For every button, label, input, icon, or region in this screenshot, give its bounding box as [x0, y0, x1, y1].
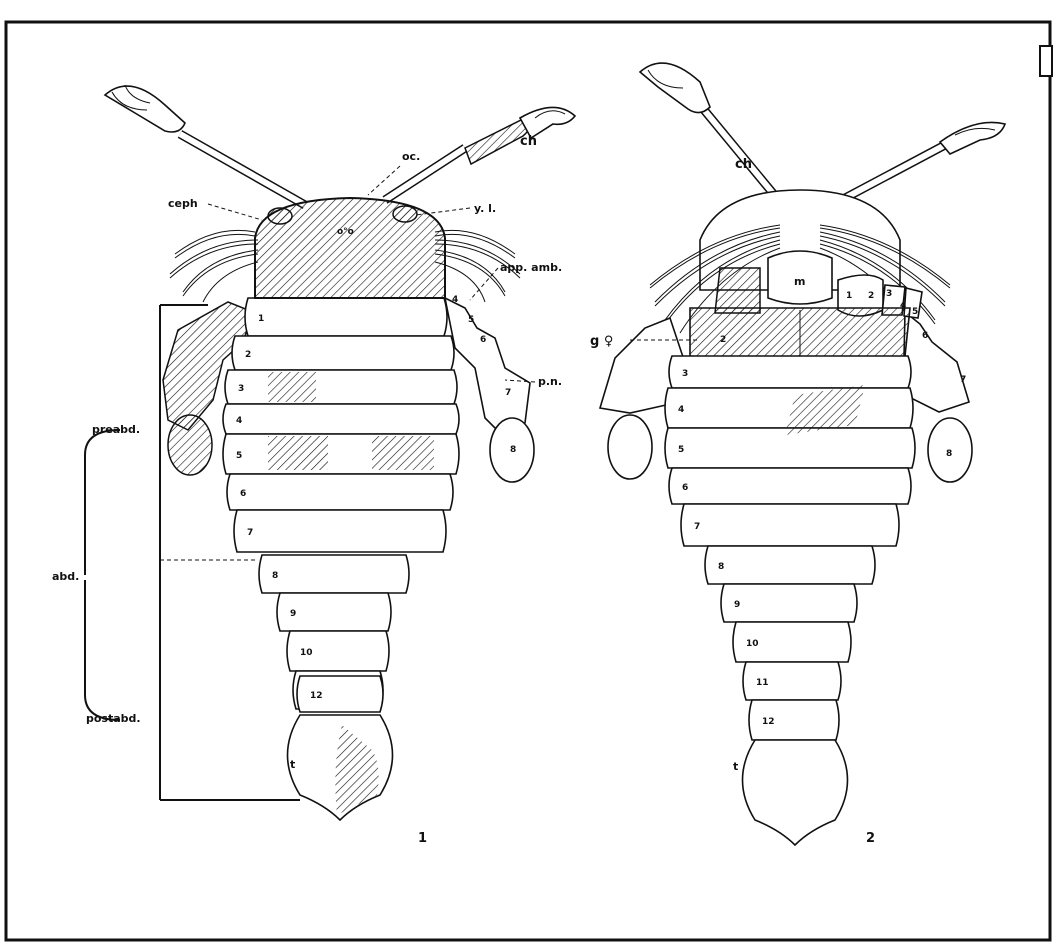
chelicera-left [105, 85, 305, 205]
fig1-segment-1 [245, 298, 447, 336]
fig2-segment-4-number: 4 [678, 405, 684, 415]
fig1-segment-5-number: 5 [236, 451, 242, 461]
fig1-segment-4 [223, 404, 459, 434]
label-g-female: g ♀ [590, 334, 613, 349]
lateral-eye-right [393, 206, 417, 222]
fig1-segment-1-number: 1 [258, 314, 264, 324]
fig2-segment-9-number: 9 [734, 600, 740, 610]
hatched-patch [268, 372, 316, 402]
figure-1-dorsal: 12345678910111245678 o°o oc. ch ceph y. … [52, 85, 575, 846]
fig1-segment-4-number: 4 [236, 416, 242, 426]
fig2-segment-10-number: 10 [746, 639, 759, 649]
fig2-segment-3-number: 3 [682, 369, 688, 379]
telson-2 [743, 740, 848, 845]
label-t-1: t [290, 758, 295, 771]
label-app-amb: app. amb. [500, 261, 562, 274]
fig1-segment-8 [259, 555, 409, 593]
fig2-coxa-number-2: 2 [868, 291, 874, 301]
fig1-segment-12-number: 12 [310, 691, 323, 701]
fig2-segment-7 [681, 504, 899, 546]
corner-mark [1040, 46, 1052, 76]
fig2-segment-8 [705, 546, 875, 584]
fig2-segment-5-number: 5 [678, 445, 684, 455]
fig2-appendage-number-8: 8 [946, 449, 952, 459]
fig1-segment-2-number: 2 [245, 350, 251, 360]
fig1-segment-3 [225, 370, 457, 404]
fig2-segment-9 [721, 584, 857, 622]
fig1-segment-8-number: 8 [272, 571, 278, 581]
walking-legs-left [170, 230, 258, 302]
lateral-eye-left [268, 208, 292, 224]
fig2-coxa-number-6: 6 [922, 331, 928, 341]
fig2-segment-3 [669, 356, 911, 388]
fig1-segment-9-number: 9 [290, 609, 296, 619]
fig2-coxa-number-5: 5 [912, 307, 918, 317]
fig1-segment-6 [227, 474, 453, 510]
label-ch: ch [520, 134, 537, 149]
fig1-segment-7-number: 7 [247, 528, 253, 538]
fig1-appendage-number-7: 7 [505, 388, 511, 398]
fig1-appendage-number-6: 6 [480, 335, 486, 345]
label-abd: abd. [52, 570, 79, 583]
fig2-segment-2-number: 2 [720, 335, 726, 345]
figure-number-2: 2 [866, 831, 875, 846]
hatched-patch [268, 436, 328, 470]
fig1-segment-10-number: 10 [300, 648, 313, 658]
label-ceph: ceph [168, 197, 198, 210]
paddle-left-2 [608, 415, 652, 479]
fig2-segment-11-number: 11 [756, 678, 769, 688]
fig2-coxa-number-3: 3 [886, 289, 892, 299]
fig2-segment-6 [669, 468, 911, 504]
fig2-appendage-number-7: 7 [960, 375, 966, 385]
ocelli-mark: o°o [337, 227, 354, 237]
label-yl: y. l. [474, 202, 496, 215]
figure-number-1: 1 [418, 831, 427, 846]
fig1-segment-3-number: 3 [238, 384, 244, 394]
fig1-segment-6-number: 6 [240, 489, 246, 499]
swimming-leg-right-2 [904, 312, 969, 412]
label-t-2: t [733, 760, 738, 773]
fig2-coxa-number-1: 1 [846, 291, 852, 301]
label-postabd: postabd. [86, 712, 141, 725]
label-m: m [794, 275, 805, 288]
label-pn: p.n. [538, 375, 562, 388]
fig1-segment-2 [232, 336, 454, 370]
label-ch-2: ch [735, 157, 752, 172]
label-preabd: preabd. [92, 423, 140, 436]
fig1-appendage-number-8: 8 [510, 445, 516, 455]
fig2-segment-12-number: 12 [762, 717, 775, 727]
fig2-segment-7-number: 7 [694, 522, 700, 532]
fig2-segment-8-number: 8 [718, 562, 724, 572]
fig2-segment-6-number: 6 [682, 483, 688, 493]
hatched-patch [372, 436, 434, 470]
label-oc: oc. [402, 150, 420, 163]
fig1-appendage-number-5: 5 [468, 315, 474, 325]
fig1-segment-7 [234, 510, 446, 552]
fig1-appendage-number-4: 4 [452, 295, 458, 305]
fig2-coxa-number-4: 4 [900, 301, 906, 311]
